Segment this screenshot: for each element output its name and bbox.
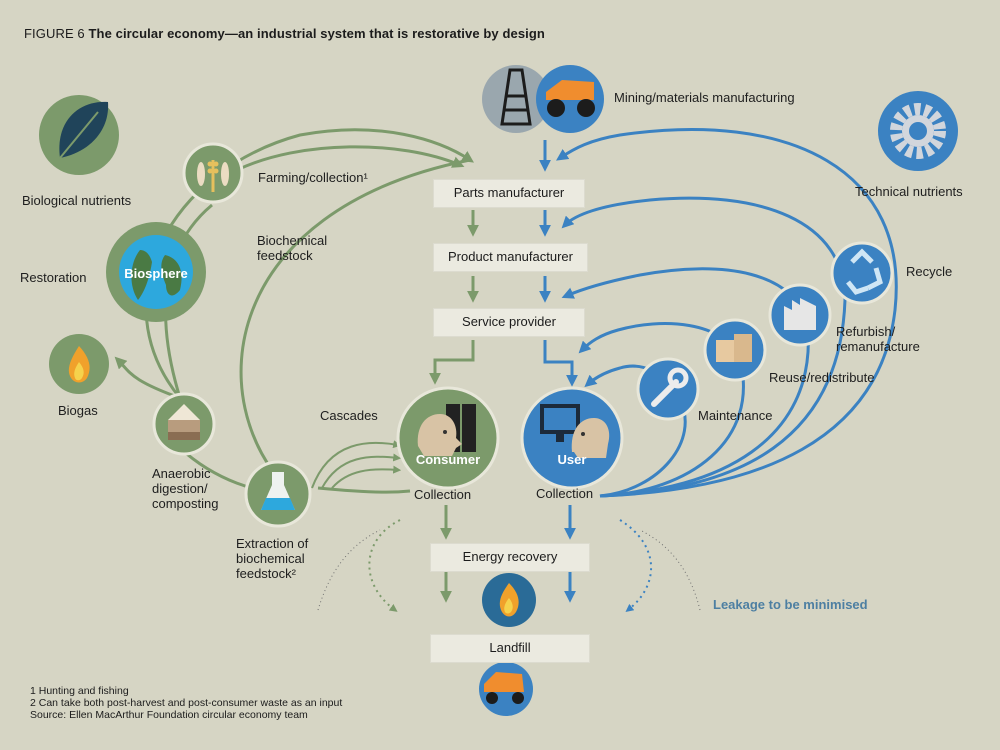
leakage-arcs: [317, 519, 701, 612]
extraction-label: Extraction of biochemical feedstock²: [236, 536, 308, 581]
farming-label: Farming/collection¹: [258, 170, 368, 185]
mining-truck-icon: [536, 65, 604, 133]
flame-icon: [49, 334, 109, 394]
biochemical-feedstock-label: Biochemical feedstock: [257, 233, 327, 263]
biogas-arrow: [114, 356, 181, 400]
farming-to-parts: [236, 145, 465, 172]
parts-manufacturer-box: Parts manufacturer: [433, 179, 585, 208]
reuse-label: Reuse/redistribute: [769, 370, 875, 385]
anaerobic-line-1: Anaerobic: [152, 466, 211, 481]
source-note: Source: Ellen MacArthur Foundation circu…: [30, 709, 308, 721]
biochemical-line-1: Biochemical: [257, 233, 328, 248]
oil-derrick-icon: [482, 65, 550, 133]
figure-title: FIGURE 6 The circular economy—an industr…: [24, 26, 545, 41]
biosphere-globe-icon: [106, 222, 206, 322]
gear-icon: [878, 91, 958, 171]
technical-nutrients-label: Technical nutrients: [855, 184, 963, 199]
wrench-icon: [636, 357, 700, 421]
extraction-line-1: Extraction of: [236, 536, 309, 551]
consumer-icon: [396, 386, 500, 490]
collection-right-label: Collection: [536, 486, 594, 501]
user-icon: [520, 386, 624, 490]
extraction-line-3: feedstock²: [236, 566, 296, 581]
cascades-label: Cascades: [320, 408, 378, 423]
biochemical-line-2: feedstock: [257, 248, 313, 263]
product-manufacturer-box: Product manufacturer: [433, 243, 588, 272]
refurbish-loop: [561, 196, 847, 498]
service-provider-box: Service provider: [433, 308, 585, 337]
biogas-label: Biogas: [58, 403, 98, 418]
dump-truck-icon: [479, 662, 533, 716]
feedstock-arc: [239, 158, 471, 494]
fish-wheat-icon: [182, 142, 244, 204]
green-flow-arrows: [429, 210, 479, 603]
mining-label: Mining/materials manufacturing: [614, 90, 795, 105]
energy-flame-icon: [482, 573, 536, 627]
blue-flow-arrows: [539, 140, 578, 603]
refurbish-label: Refurbish/ remanufacture: [836, 324, 920, 354]
footnote-1: 1 Hunting and fishing: [30, 685, 129, 697]
recycle-icon: [830, 241, 894, 305]
maintenance-label: Maintenance: [698, 408, 773, 423]
collection-left-label: Collection: [414, 487, 472, 502]
leaf-icon: [39, 95, 119, 175]
landfill-box: Landfill: [430, 634, 590, 663]
figure-number: FIGURE 6: [24, 26, 85, 41]
flask-icon: [244, 460, 312, 528]
anaerobic-line-3: composting: [152, 496, 219, 511]
anaerobic-label: Anaerobic digestion/ composting: [152, 466, 218, 511]
to-collection: [317, 486, 411, 494]
recycle-loop: [556, 128, 898, 498]
compost-soil-icon: [152, 392, 216, 456]
footnote-2: 2 Can take both post-harvest and post-co…: [30, 697, 343, 709]
factory-icon: [768, 283, 832, 347]
refurbish-line-2: remanufacture: [836, 339, 920, 354]
energy-recovery-box: Energy recovery: [430, 543, 590, 572]
cascade-curls: [311, 440, 402, 489]
extraction-line-2: biochemical: [236, 551, 305, 566]
refurbish-line-1: Refurbish/: [836, 324, 896, 339]
consumer-label: Consumer: [415, 452, 481, 467]
leakage-label: Leakage to be minimised: [713, 597, 868, 612]
boxes-icon: [703, 318, 767, 382]
user-label: User: [557, 452, 587, 467]
biological-nutrients-label: Biological nutrients: [22, 193, 132, 208]
biosphere-label: Biosphere: [124, 266, 188, 281]
anaerobic-line-2: digestion/: [152, 481, 208, 496]
figure-title-text: The circular economy—an industrial syste…: [88, 26, 545, 41]
recycle-label: Recycle: [906, 264, 953, 279]
restoration-label: Restoration: [20, 270, 87, 285]
